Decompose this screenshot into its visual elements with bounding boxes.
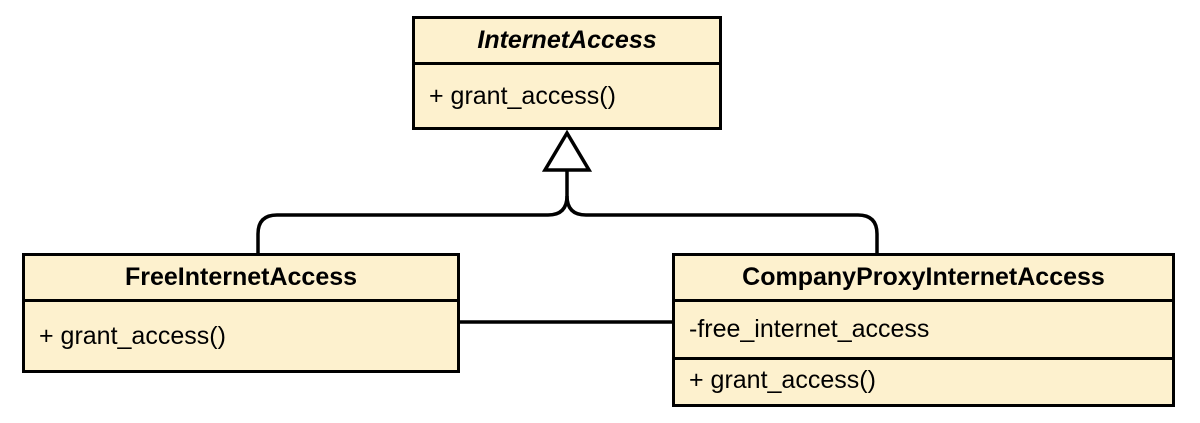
class-name-company-proxy-internet-access: CompanyProxyInternetAccess: [742, 263, 1105, 291]
class-method-free-internet-access-grant-access: + grant_access(): [25, 299, 457, 370]
class-method-internet-access-grant-access: + grant_access(): [415, 62, 719, 127]
class-box-free-internet-access[interactable]: FreeInternetAccess + grant_access(): [22, 253, 460, 373]
class-attribute-company-proxy-free-internet-access: -free_internet_access: [675, 299, 1172, 357]
class-name-free-internet-access: FreeInternetAccess: [124, 263, 358, 291]
generalization-branch-right: [565, 195, 879, 253]
class-box-internet-access[interactable]: InternetAccess + grant_access(): [412, 16, 722, 130]
class-name-internet-access: InternetAccess: [477, 26, 657, 54]
generalization-branch-left: [256, 195, 569, 253]
class-box-company-proxy-internet-access[interactable]: CompanyProxyInternetAccess -free_interne…: [672, 253, 1175, 407]
class-method-company-proxy-grant-access: + grant_access(): [675, 357, 1172, 401]
generalization-arrowhead-icon: [541, 129, 593, 172]
